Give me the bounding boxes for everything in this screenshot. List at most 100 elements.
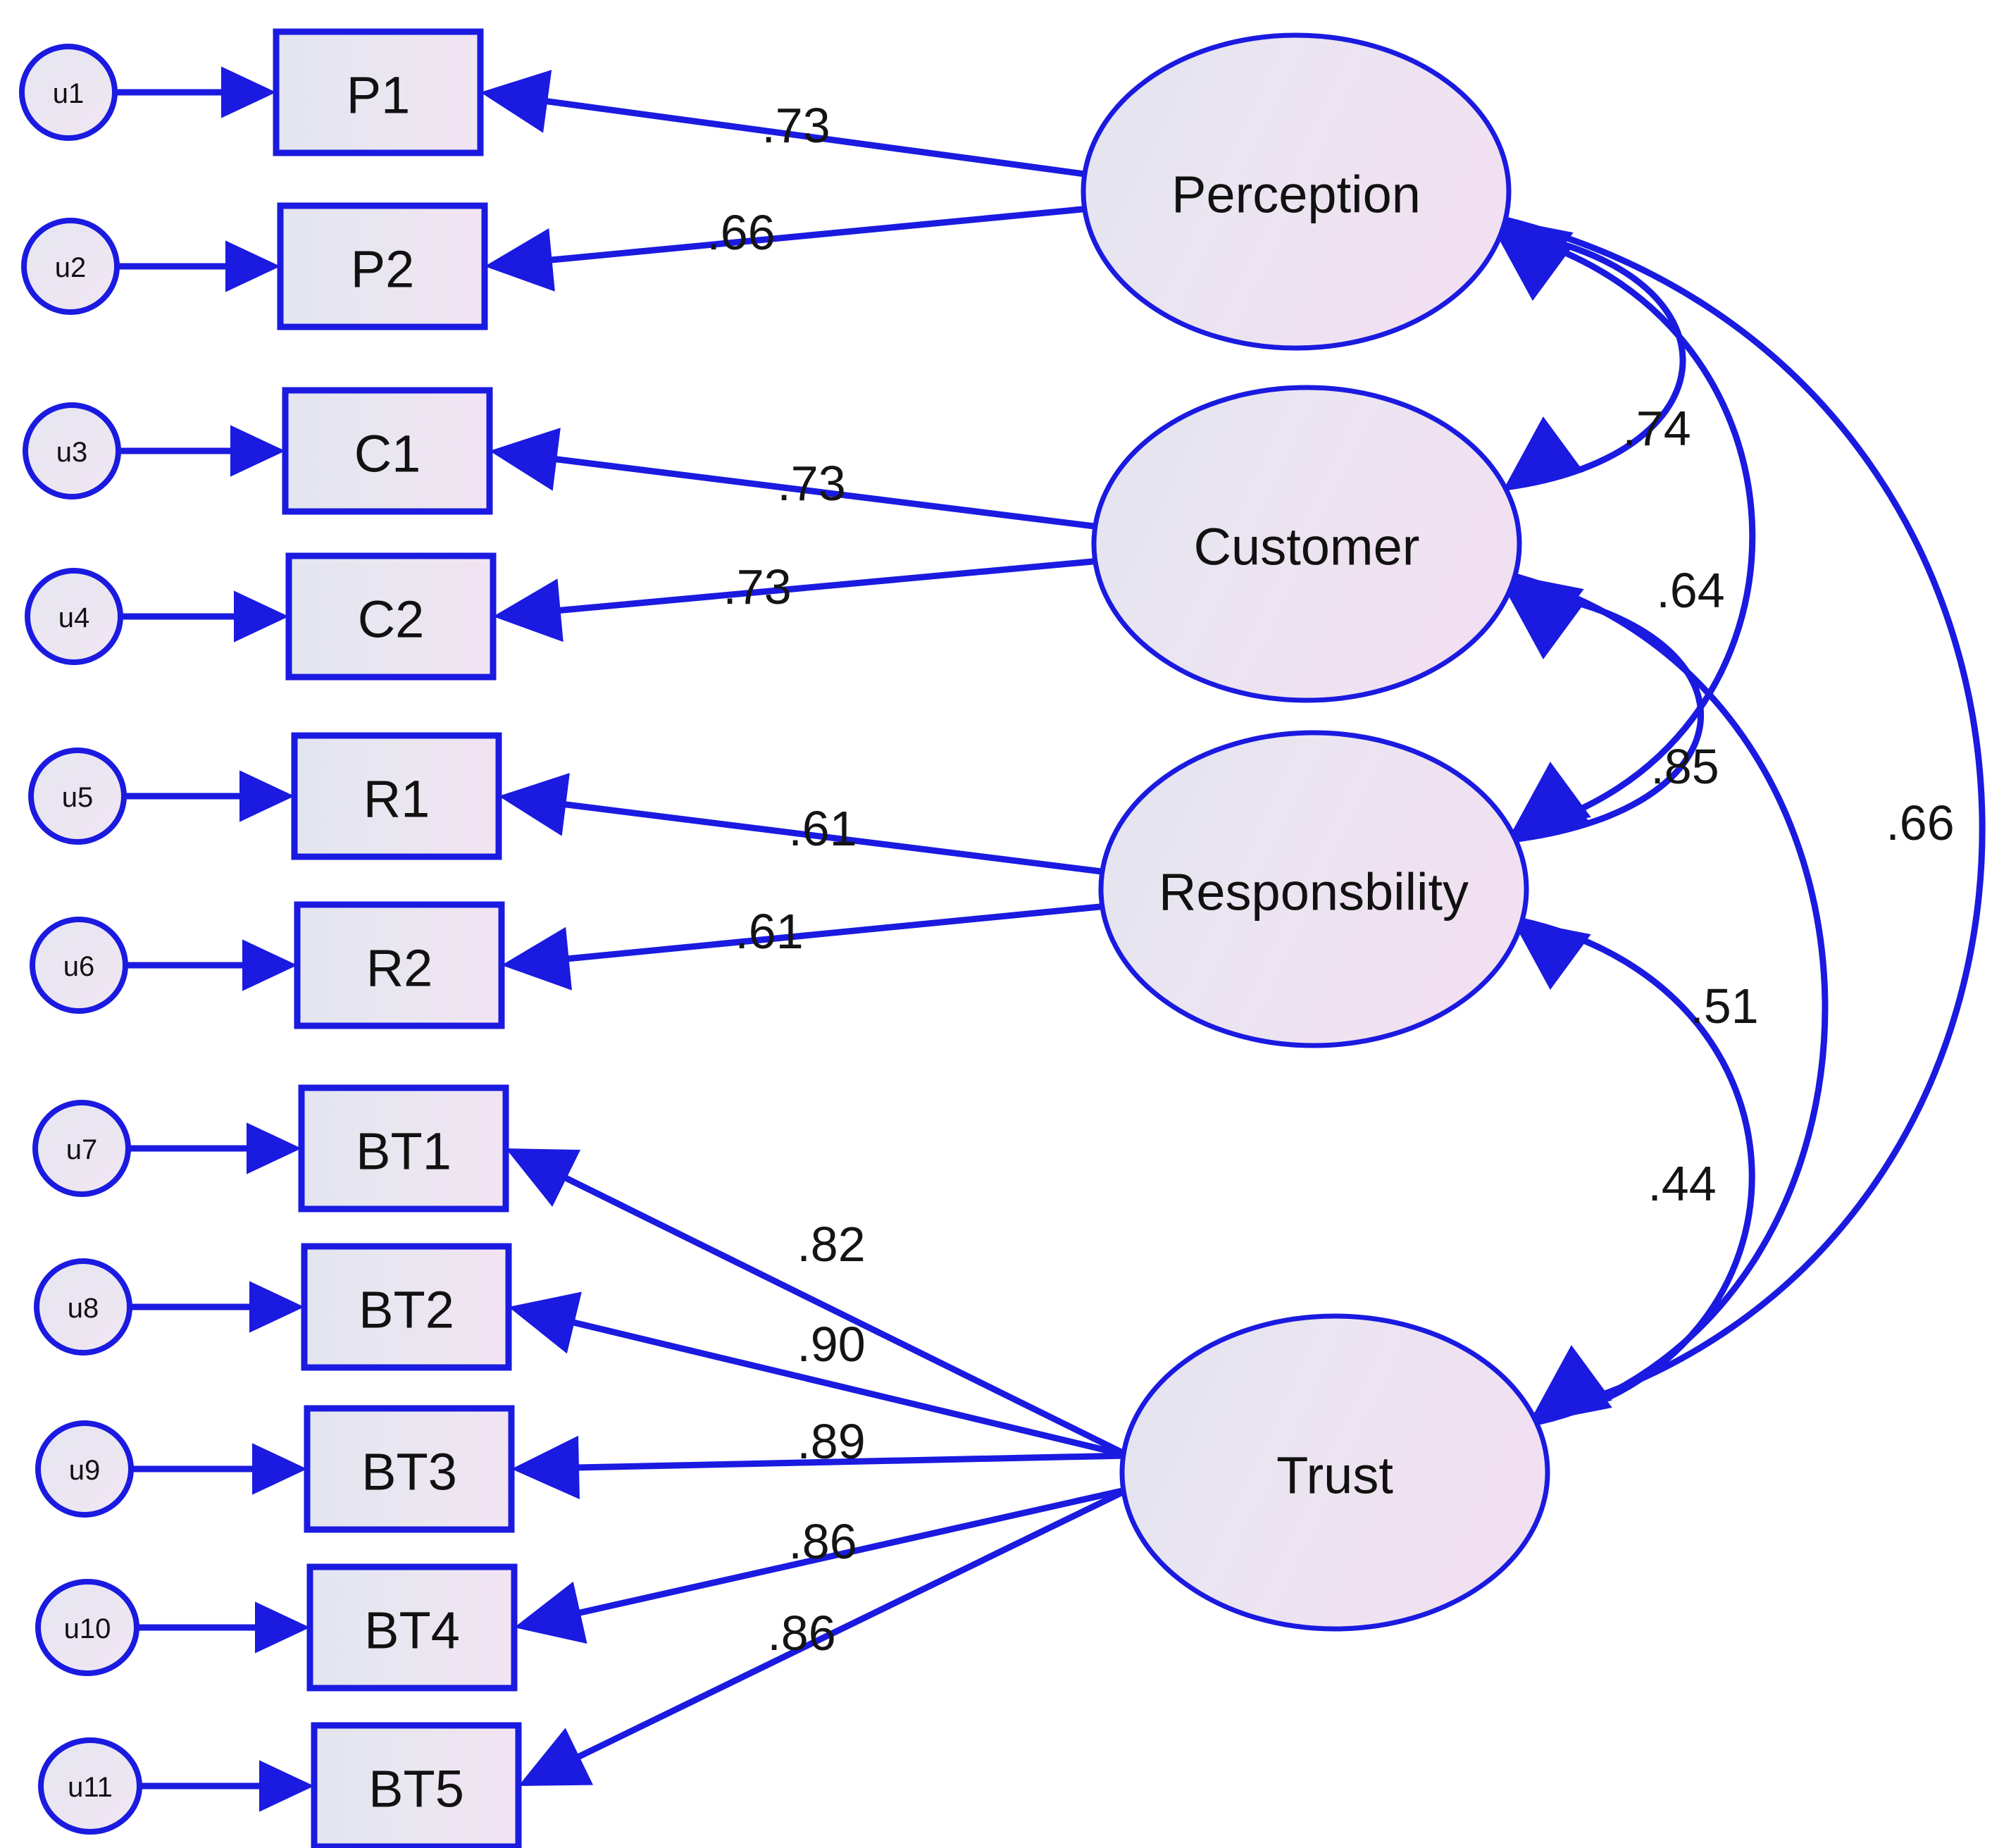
indicator-bt4: BT4	[306, 1563, 518, 1692]
error-label-u8: u8	[68, 1293, 99, 1324]
error-circle-u5[interactable]	[28, 748, 127, 845]
error-circle-u11[interactable]	[38, 1737, 142, 1835]
indicator-box-bt1[interactable]	[298, 1084, 509, 1213]
responsbility-to-r1-line	[538, 798, 1108, 876]
latent-label-trust: Trust	[1276, 1446, 1393, 1505]
indicator-label-r2: R2	[366, 939, 433, 998]
loading-label-trust-bt1: .82	[797, 1217, 865, 1272]
error-term-u8: u8	[34, 1258, 132, 1356]
indicator-r1: R1	[291, 732, 502, 860]
correlation-label-corr-perception-trust: .66	[1886, 795, 1954, 850]
correlation-label-corr-customer-trust: .44	[1648, 1156, 1716, 1211]
latent-trust: Trust	[1119, 1313, 1550, 1632]
loading-label-trust-bt3: .89	[797, 1414, 865, 1469]
error-to-c2-arrowhead	[234, 590, 289, 643]
perception-to-p2-line	[524, 205, 1090, 266]
error-label-u1: u1	[53, 78, 85, 109]
customer-to-c1-arrowhead	[490, 428, 561, 491]
error-to-bt2-arrowhead	[249, 1281, 304, 1333]
error-label-u9: u9	[69, 1455, 101, 1486]
corr-perception-trust-arrowhead-trust	[1532, 1345, 1612, 1416]
indicator-box-c1[interactable]	[282, 387, 493, 515]
trust-to-bt1-line	[540, 1163, 1131, 1459]
indicator-p2: P2	[277, 202, 488, 330]
error-label-u7: u7	[66, 1134, 98, 1165]
indicator-box-c2[interactable]	[285, 552, 497, 681]
error-circle-u8[interactable]	[34, 1258, 132, 1356]
latent-ellipse-trust[interactable]	[1119, 1313, 1550, 1632]
error-term-u2: u2	[21, 218, 120, 315]
error-to-r2-arrowhead	[242, 939, 297, 991]
indicator-label-c1: C1	[354, 425, 421, 483]
latent-ellipse-perception[interactable]	[1081, 32, 1512, 351]
error-circle-u2[interactable]	[21, 218, 120, 315]
edges-layer	[115, 66, 1986, 1812]
indicator-box-bt2[interactable]	[301, 1243, 512, 1371]
labels-layer: .73.66.73.73.61.61.82.90.89.86.86.74.64.…	[706, 98, 1954, 1661]
error-label-u10: u10	[64, 1613, 111, 1644]
loading-label-customer-c1: .73	[777, 456, 845, 511]
error-circle-u10[interactable]	[35, 1579, 139, 1676]
trust-to-bt3-arrowhead	[511, 1435, 580, 1500]
error-label-u11: u11	[68, 1772, 113, 1803]
corr-customer-trust-curve	[1503, 570, 1829, 1427]
error-label-u2: u2	[55, 252, 87, 283]
indicator-bt2: BT2	[301, 1243, 512, 1371]
corr-customer-trust-arrowhead-customer	[1504, 573, 1584, 645]
loading-label-responsbility-r2: .61	[735, 904, 803, 959]
loading-label-responsbility-r1: .61	[788, 801, 857, 856]
corr-responsbility-trust-arrowhead-responsbility	[1511, 919, 1591, 990]
indicator-c1: C1	[282, 387, 493, 515]
error-term-u1: u1	[19, 44, 118, 141]
customer-to-c2-arrowhead	[493, 578, 564, 643]
correlation-label-corr-customer-responsbility: .85	[1650, 739, 1719, 794]
error-term-u4: u4	[25, 568, 123, 665]
customer-to-c1-line	[529, 452, 1101, 531]
indicator-label-r1: R1	[363, 770, 430, 829]
indicator-box-bt4[interactable]	[306, 1563, 518, 1692]
error-term-u11: u11	[38, 1737, 142, 1835]
correlation-label-corr-perception-responsbility: .64	[1656, 563, 1724, 618]
error-term-u6: u6	[30, 917, 128, 1014]
loading-label-customer-c2: .73	[723, 559, 791, 614]
trust-to-bt4-line	[553, 1486, 1130, 1622]
indicator-label-bt4: BT4	[364, 1601, 460, 1660]
error-to-c1-arrowhead	[230, 425, 285, 477]
trust-to-bt3-line	[552, 1452, 1129, 1472]
responsbility-to-r2-line	[541, 903, 1108, 965]
latent-ellipse-customer[interactable]	[1091, 385, 1522, 703]
indicator-label-p2: P2	[351, 240, 415, 299]
error-term-u10: u10	[35, 1579, 139, 1676]
latent-ellipse-responsbility[interactable]	[1098, 730, 1529, 1048]
error-circle-u9[interactable]	[35, 1420, 134, 1518]
indicator-box-bt5[interactable]	[311, 1722, 522, 1848]
indicator-box-bt3[interactable]	[304, 1405, 515, 1533]
error-circle-u1[interactable]	[19, 44, 118, 141]
indicator-box-r2[interactable]	[294, 901, 505, 1029]
indicator-box-p2[interactable]	[277, 202, 488, 330]
indicator-bt3: BT3	[304, 1405, 515, 1533]
indicator-label-bt5: BT5	[368, 1760, 464, 1818]
loading-label-trust-bt4: .86	[788, 1514, 857, 1569]
error-circle-u7[interactable]	[32, 1100, 131, 1197]
latent-responsbility: Responsbility	[1098, 730, 1529, 1048]
trust-to-bt1-arrowhead	[506, 1148, 581, 1207]
indicator-bt5: BT5	[311, 1722, 522, 1848]
perception-to-p2-arrowhead	[485, 228, 555, 292]
indicator-box-r1[interactable]	[291, 732, 502, 860]
error-circle-u4[interactable]	[25, 568, 123, 665]
error-label-u6: u6	[63, 951, 95, 982]
corr-perception-customer-curve	[1493, 226, 1686, 491]
customer-to-c2-line	[533, 557, 1101, 616]
indicator-r2: R2	[294, 901, 505, 1029]
error-term-u5: u5	[28, 748, 127, 845]
indicator-box-p1[interactable]	[273, 28, 484, 156]
loading-label-trust-bt5: .86	[767, 1606, 835, 1661]
indicator-label-c2: C2	[358, 590, 425, 649]
error-circle-u3[interactable]	[23, 402, 121, 500]
error-to-bt1-arrowhead	[247, 1122, 301, 1174]
error-circle-u6[interactable]	[30, 917, 128, 1014]
error-label-u3: u3	[56, 437, 88, 468]
